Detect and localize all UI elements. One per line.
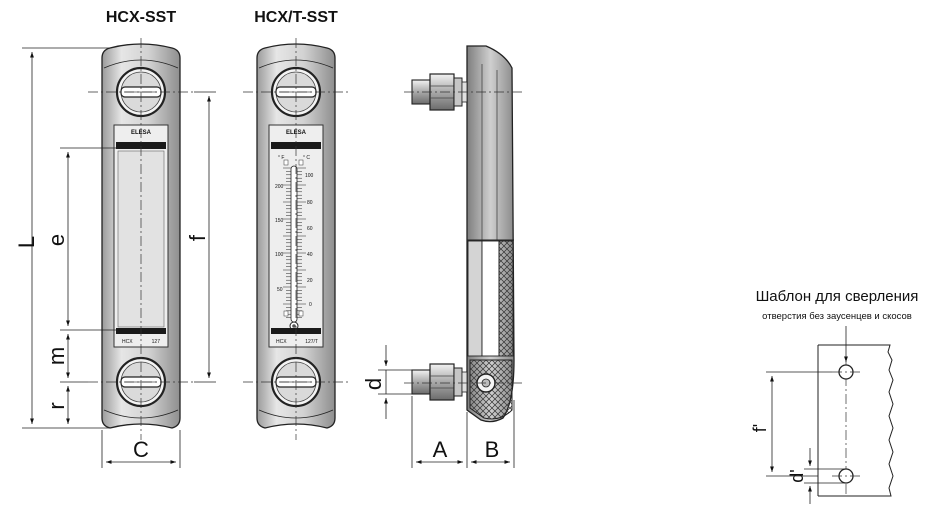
dim-e: e — [44, 234, 69, 246]
scale-c-label: 60 — [307, 226, 313, 232]
scale-c-label: 40 — [307, 252, 313, 258]
dimensions-side: d A B — [361, 345, 515, 468]
template-title: Шаблон для сверления — [756, 288, 919, 305]
side-view — [411, 45, 515, 423]
unit-fahrenheit: ° F — [278, 155, 284, 161]
thermometer-ticks — [283, 167, 306, 318]
scale-f-label: 200 — [275, 184, 284, 190]
dim-f-prime: f' — [750, 424, 770, 432]
dim-d-prime: d' — [787, 469, 807, 482]
scale-c-label: 0 — [309, 302, 312, 308]
dimensions-front: L e m r f C — [14, 47, 216, 468]
dim-A: A — [433, 437, 448, 462]
dim-B: B — [485, 437, 500, 462]
center-lines — [88, 38, 525, 440]
front-view-title: HCX-SST — [106, 9, 176, 26]
template-subtitle: отверстия без заусенцев и скосов — [762, 311, 912, 322]
dim-C: C — [133, 437, 149, 462]
thermometer-view-title: HCX/T-SST — [254, 9, 338, 26]
model-code-right-thermo: 127/T — [305, 339, 318, 345]
scale-c-label: 80 — [307, 200, 313, 206]
scale-c-label: 100 — [305, 173, 314, 179]
dim-r: r — [44, 402, 69, 409]
scale-f-label: 100 — [275, 252, 284, 258]
dim-m: m — [44, 347, 69, 365]
dim-d: d — [361, 378, 386, 390]
model-code-right: 127 — [152, 339, 161, 345]
model-code-left-thermo: HCX — [276, 339, 287, 345]
dim-L: L — [14, 236, 39, 248]
scale-f-label: 50 — [277, 287, 283, 293]
scale-c-label: 20 — [307, 278, 313, 284]
bottom-bolt — [411, 363, 468, 401]
model-code-left: HCX — [122, 339, 133, 345]
drilling-template: Шаблон для сверления отверстия без заусе… — [750, 288, 918, 504]
unit-celsius: ° C — [303, 155, 310, 161]
scale-f-label: 150 — [275, 218, 284, 224]
dim-f: f — [185, 234, 210, 241]
